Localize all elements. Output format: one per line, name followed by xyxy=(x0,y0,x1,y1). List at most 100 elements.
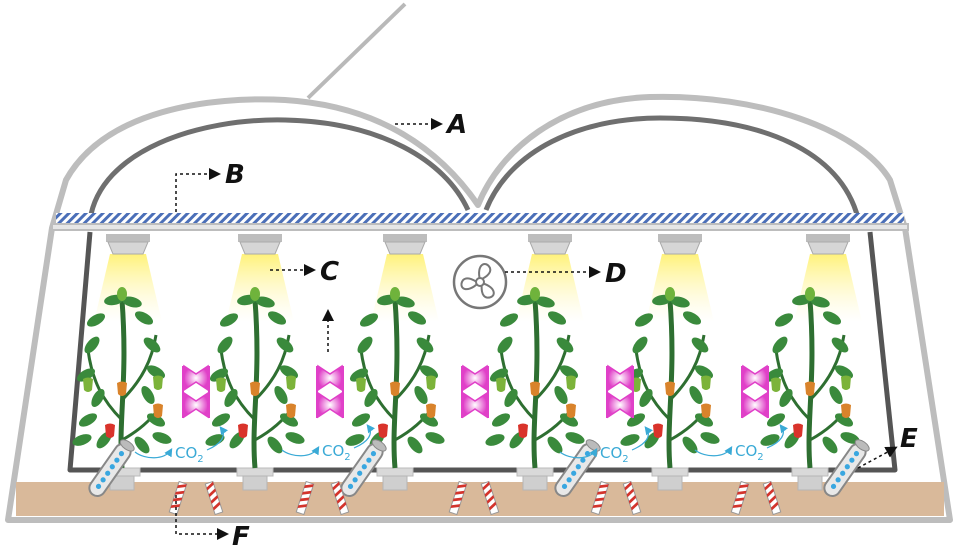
plant-leaf xyxy=(547,311,567,325)
plant-leaf xyxy=(689,385,703,405)
pepper-plant xyxy=(205,287,305,491)
plant-leaf xyxy=(217,336,233,354)
co2-flow-arrow xyxy=(694,445,733,457)
water-drop xyxy=(109,464,115,470)
callout-label-d: D xyxy=(605,259,627,289)
co2-text: CO2 xyxy=(735,442,764,463)
stake-stripe xyxy=(332,481,340,491)
lamp-housing xyxy=(806,234,850,242)
stake-stripe xyxy=(592,504,603,509)
co2-flow-arrow xyxy=(281,445,320,457)
pepper-fruit xyxy=(518,423,528,438)
plant-leaf xyxy=(491,413,511,427)
co2-emitter xyxy=(316,364,344,419)
co2-label: CO2 xyxy=(694,424,788,463)
plant-pot xyxy=(791,467,829,477)
lamp-reflector xyxy=(659,241,701,255)
plant-leaf xyxy=(78,413,98,427)
pepper-fruit xyxy=(665,381,675,396)
plant-leaf xyxy=(810,296,830,308)
plant-leaf xyxy=(682,311,702,325)
soil-stake xyxy=(622,480,642,516)
plant-leaf xyxy=(682,436,698,454)
stake-stripe xyxy=(596,490,607,495)
plant-branch xyxy=(634,349,672,422)
pepper-fruit xyxy=(701,375,711,390)
plant-branch xyxy=(86,349,124,422)
greenhouse-outer-shell xyxy=(5,93,953,523)
callout-arrows xyxy=(175,118,898,540)
water-drop xyxy=(561,483,568,489)
water-drop xyxy=(853,451,860,457)
fan-icon xyxy=(452,254,508,310)
co2-text: CO2 xyxy=(175,444,204,465)
water-drop xyxy=(105,470,111,476)
plant-bud xyxy=(250,287,260,301)
pepper-fruit xyxy=(216,377,226,392)
water-drop xyxy=(347,483,354,489)
co2-text: CO2 xyxy=(600,444,629,465)
emitter-panel xyxy=(607,364,633,392)
water-drop xyxy=(95,483,102,489)
water-drop xyxy=(100,477,106,483)
plant-leaf xyxy=(364,388,378,408)
plant-stem xyxy=(531,299,540,469)
irrigation-pipe xyxy=(340,439,387,498)
stake-stripe xyxy=(486,494,495,504)
pepper-fruit xyxy=(390,381,400,396)
co2-flow-arrow xyxy=(134,447,173,459)
pepper-plant xyxy=(345,287,445,491)
plant-leaf xyxy=(639,388,653,408)
co2-emitter xyxy=(182,364,210,419)
plant-pot xyxy=(236,467,274,477)
plant-leaf xyxy=(499,313,519,327)
plant-branch xyxy=(359,349,397,422)
light-beam xyxy=(94,254,162,322)
co2-flow-arrow xyxy=(766,424,788,449)
callout-label-f: F xyxy=(232,522,250,552)
stake-stripe xyxy=(739,484,749,489)
grow-light xyxy=(794,234,862,322)
soil-stake xyxy=(762,480,782,516)
pepper-fruit xyxy=(286,403,296,418)
plant-leaf xyxy=(694,365,714,379)
plant-leaf xyxy=(72,434,92,446)
plant-leaf xyxy=(416,337,434,353)
plant-leaf xyxy=(205,434,225,446)
plant-leaf xyxy=(141,385,155,405)
emitter-panel xyxy=(183,364,209,392)
plant-leaf xyxy=(219,313,239,327)
plant-leaf xyxy=(694,413,714,427)
plant-leaf xyxy=(670,296,690,308)
growing-room-frame xyxy=(67,231,898,473)
plant-leaf xyxy=(134,311,154,325)
plant-leaf xyxy=(419,365,439,379)
stake-stripe xyxy=(336,494,345,504)
water-drop xyxy=(370,451,377,457)
plant-leaf xyxy=(634,313,654,327)
pepper-fruit xyxy=(701,403,711,418)
pepper-fruit xyxy=(153,403,163,418)
soil-stake xyxy=(730,480,750,516)
plant-leaf xyxy=(779,388,793,408)
plant-leaf xyxy=(211,413,231,427)
water-drop xyxy=(357,470,363,476)
co2-emitter xyxy=(606,364,634,419)
stake-stripe xyxy=(206,481,214,491)
pipe-end xyxy=(119,439,135,452)
soil-stake xyxy=(204,480,224,516)
pepper-fruit xyxy=(83,377,93,392)
lamp-reflector xyxy=(384,241,426,255)
co2-flow-arrow xyxy=(206,426,228,451)
plant-leaf xyxy=(822,311,842,325)
plant-stem xyxy=(391,299,400,469)
emitter-panel xyxy=(462,364,488,392)
pepper-plant xyxy=(620,287,720,491)
plant-leaf xyxy=(395,296,415,308)
stake-stripe xyxy=(768,494,777,504)
emitter-panel xyxy=(607,391,633,419)
plant-branch xyxy=(499,349,537,422)
irrigation-pipe xyxy=(88,439,135,498)
callout-label-c: C xyxy=(320,257,339,287)
plant-leaf xyxy=(822,436,838,454)
